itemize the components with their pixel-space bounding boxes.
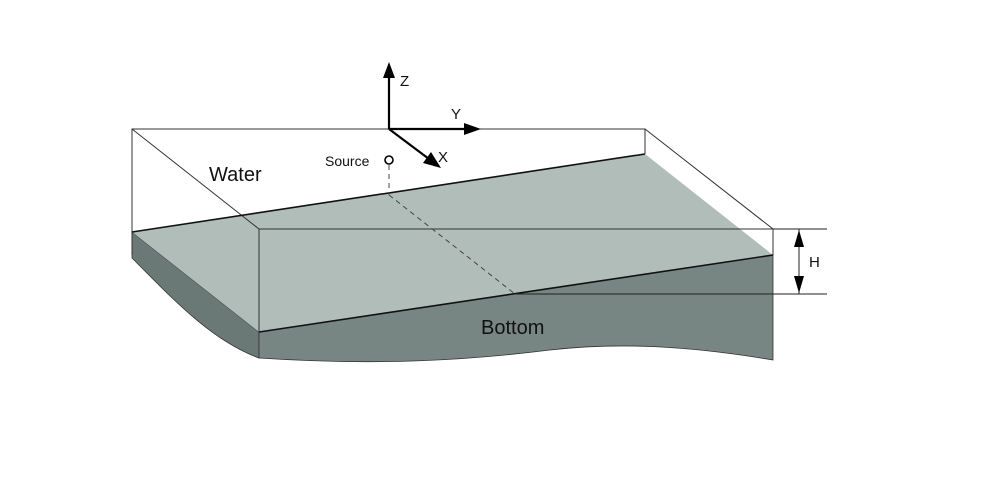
source-label: Source: [325, 153, 370, 169]
bottom-top-surface: [132, 154, 773, 332]
depth-arrow-up-icon: [794, 230, 804, 247]
x-axis-arrow-icon: [423, 152, 441, 168]
z-axis-arrow-icon: [383, 62, 395, 78]
y-axis-arrow-icon: [464, 123, 481, 135]
axis-x-label: X: [438, 149, 448, 166]
axis-y-label: Y: [451, 106, 461, 123]
source-point-icon: [384, 155, 394, 165]
bottom-label: Bottom: [481, 317, 544, 339]
bottom-front-face: [258, 254, 774, 363]
water-box-top-left-diagonal: [131, 128, 260, 230]
axis-z-label: Z: [400, 73, 409, 90]
x-axis-line: [388, 128, 430, 160]
depth-label: H: [809, 254, 820, 271]
depth-arrow-down-icon: [794, 276, 804, 293]
water-label: Water: [209, 164, 262, 186]
water-box-top-right-diagonal: [644, 128, 774, 230]
